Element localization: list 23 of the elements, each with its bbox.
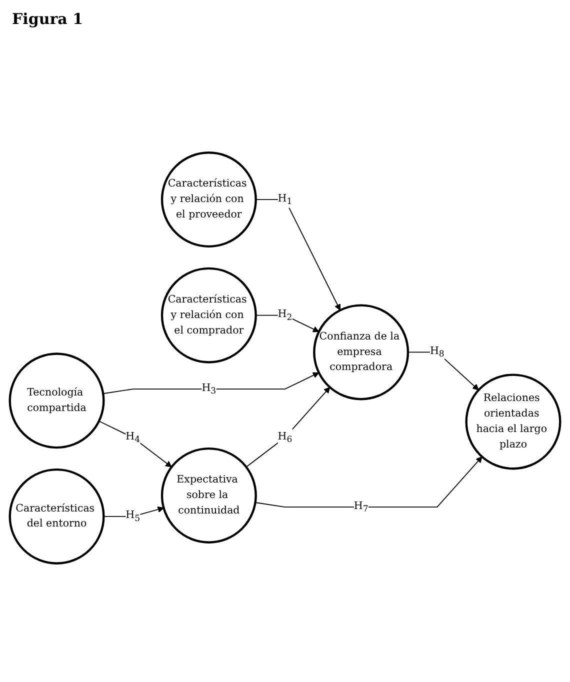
arrow — [103, 506, 164, 517]
node-circle: Expectativa sobre la continuidad — [160, 447, 257, 544]
node-circle: Confianza de la empresa compradora — [313, 304, 410, 400]
edge-label: H$_{6}$ — [278, 430, 292, 444]
edge-label: H$_{2}$ — [278, 308, 292, 322]
edge-label: H$_{3}$ — [202, 382, 216, 396]
node-circle: Características del entorno — [8, 468, 105, 564]
node-circle: Tecnología compartida — [8, 352, 105, 449]
arrow — [408, 352, 479, 390]
arrow — [254, 456, 482, 508]
edge-label: H$_{5}$ — [126, 509, 140, 524]
arrow — [98, 420, 172, 468]
edge-label: H$_{4}$ — [126, 430, 140, 444]
figure-title: Figura 1 — [12, 10, 84, 28]
edge-label: H$_{1}$ — [278, 192, 292, 206]
node-circle: Características y relación con el comprador — [160, 267, 257, 364]
node-circle: Características y relación con el proveedor — [160, 152, 257, 248]
edge-label: H$_{7}$ — [354, 500, 368, 514]
node-circle: Relaciones orientadas hacia el largo plazo — [465, 374, 562, 470]
arrow — [246, 386, 330, 468]
arrow — [255, 199, 340, 311]
arrow — [102, 372, 320, 394]
edge-label: H$_{8}$ — [430, 345, 444, 359]
